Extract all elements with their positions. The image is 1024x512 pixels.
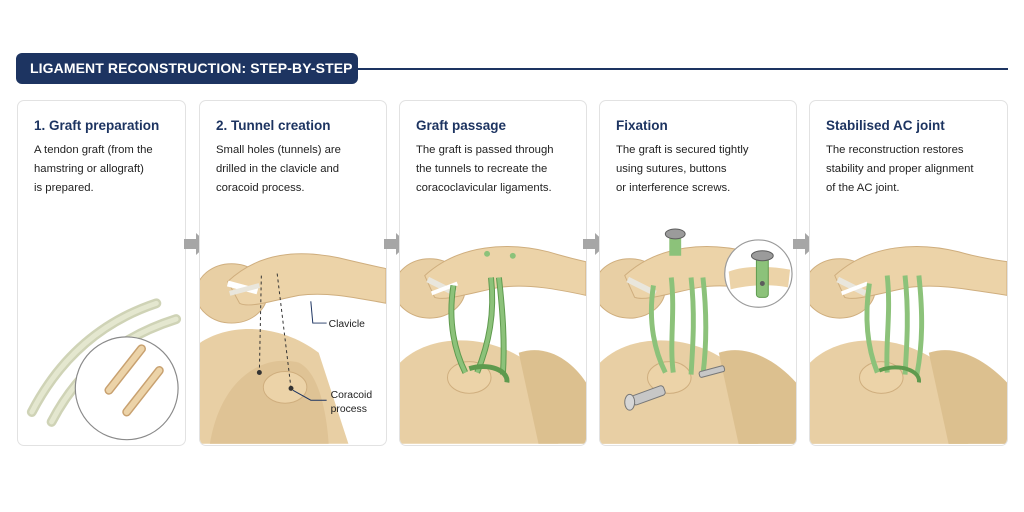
stabilised-joint-illustration bbox=[810, 213, 1007, 445]
step-description: A tendon graft (from the hamstring or al… bbox=[34, 144, 153, 194]
step-description: The graft is passed through the tunnels … bbox=[416, 144, 554, 194]
step-panel-tunnel-creation: 2. Tunnel creation Small holes (tunnels)… bbox=[199, 100, 387, 446]
screw-icon bbox=[624, 385, 666, 411]
step-title: 1. Graft preparation bbox=[34, 118, 160, 133]
step-panel-graft-passage: Graft passage The graft is passed throug… bbox=[399, 100, 587, 446]
graft-segment-right bbox=[122, 366, 164, 417]
graft-segment-left bbox=[104, 344, 146, 395]
step-panel-graft-preparation: 1. Graft preparation A tendon graft (fro… bbox=[17, 100, 186, 446]
step-description: The graft is secured tightly using sutur… bbox=[616, 144, 749, 194]
coracoid-label-line2: process bbox=[331, 404, 367, 415]
header-title: LIGAMENT RECONSTRUCTION: STEP-BY-STEP bbox=[16, 53, 358, 84]
graft-passage-illustration bbox=[400, 213, 586, 445]
step-description: The reconstruction restores stability an… bbox=[826, 144, 974, 194]
step-title: Stabilised AC joint bbox=[826, 118, 945, 133]
step-panel-stabilised-ac-joint: Stabilised AC joint The reconstruction r… bbox=[809, 100, 1008, 446]
coracoid-label-line1: Coracoid bbox=[331, 390, 373, 401]
step-description: Small holes (tunnels) are drilled in the… bbox=[216, 144, 341, 194]
tunnel-creation-illustration: Clavicle Coracoid process bbox=[200, 213, 386, 445]
button-icon bbox=[664, 228, 686, 256]
graft-preparation-illustration bbox=[18, 213, 185, 445]
fixation-illustration bbox=[600, 213, 796, 445]
step-title: Graft passage bbox=[416, 118, 507, 133]
step-title: Fixation bbox=[616, 118, 668, 133]
step-title: 2. Tunnel creation bbox=[216, 118, 331, 133]
header-rule bbox=[358, 68, 1008, 70]
clavicle-label: Clavicle bbox=[329, 319, 366, 330]
step-panel-fixation: Fixation The graft is secured tightly us… bbox=[599, 100, 797, 446]
section-header: LIGAMENT RECONSTRUCTION: STEP-BY-STEP bbox=[16, 53, 1008, 85]
